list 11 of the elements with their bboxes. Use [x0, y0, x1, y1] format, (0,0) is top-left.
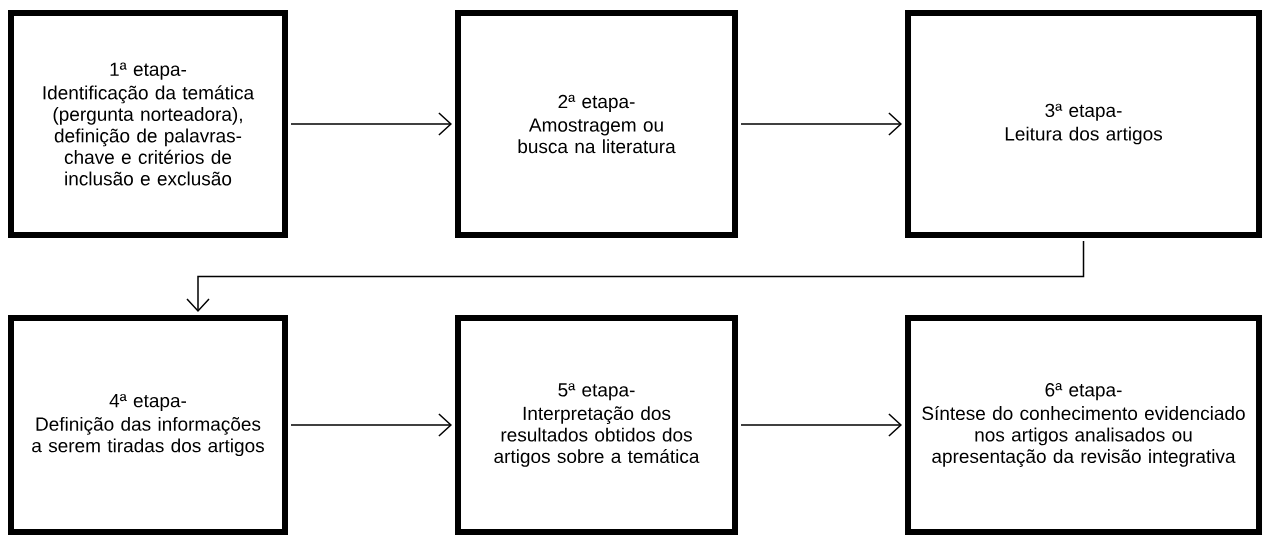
arrow	[290, 112, 452, 136]
arrow	[186, 240, 1085, 312]
step-box: 5ª etapa- Interpretação dos resultados obtidos dos artigos sobre a temática	[455, 315, 738, 535]
step-box: 4ª etapa- Definição das informações a serem tiradas dos artigos	[8, 315, 288, 535]
step-box: 2ª etapa- Amostragem ou busca na literatura	[455, 10, 738, 238]
step-box: 3ª etapa- Leitura dos artigos	[905, 10, 1262, 238]
step-box: 1ª etapa- Identificação da temática (pergunta norteadora), definição de palavras-chave e critérios de inclusão e exclusão	[8, 10, 288, 238]
arrow	[290, 413, 452, 437]
step-box: 6ª etapa- Síntese do conhecimento evidenciado nos artigos analisados ou apresentação da revisão integrativa	[905, 315, 1262, 535]
arrow	[740, 112, 902, 136]
arrow	[740, 413, 902, 437]
